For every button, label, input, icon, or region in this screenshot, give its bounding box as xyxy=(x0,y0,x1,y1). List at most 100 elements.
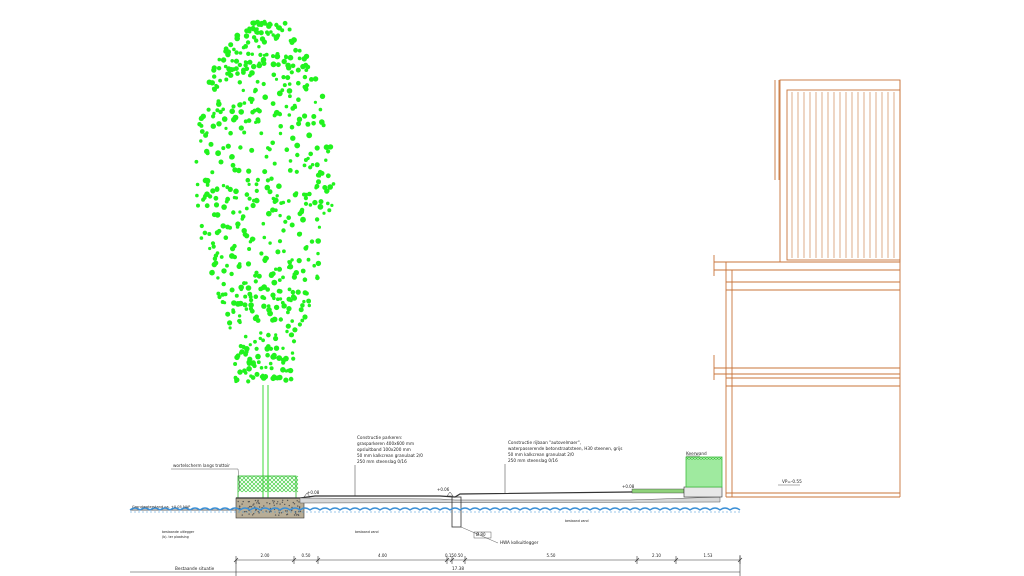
leaf-dot xyxy=(305,64,311,70)
leaf-dot xyxy=(216,121,222,127)
leaf-dot xyxy=(199,129,205,134)
leaf-dot xyxy=(235,221,241,227)
leaf-dot xyxy=(257,108,262,114)
leaf-dot xyxy=(230,246,236,252)
leaf-dot xyxy=(286,215,292,220)
leaf-dot xyxy=(195,182,200,187)
parking-line: opsluitband 100x200 mm xyxy=(357,447,411,452)
leaf-dot xyxy=(242,281,247,286)
leaf-dot xyxy=(235,353,241,359)
leaf-dot xyxy=(285,323,291,329)
leaf-dot xyxy=(271,279,278,286)
leaf-dot xyxy=(207,232,212,236)
leaf-dot xyxy=(225,143,231,149)
leaf-dot xyxy=(290,351,295,355)
leaf-dot xyxy=(250,360,256,366)
leaf-dot xyxy=(300,303,305,308)
leaf-dot xyxy=(231,210,236,215)
leaf-dot xyxy=(261,61,267,66)
leaf-dot xyxy=(315,238,322,244)
leaf-dot xyxy=(297,56,302,61)
leaf-dot xyxy=(269,176,274,181)
leaf-dot xyxy=(263,21,268,26)
leaf-dot xyxy=(314,186,318,190)
leaf-dot xyxy=(247,247,252,251)
leaf-dot xyxy=(232,114,239,121)
leaf-dot xyxy=(249,100,254,104)
leaf-dot xyxy=(253,279,258,284)
leaf-dot xyxy=(308,151,314,157)
parking-line: 50 mm kalkcrean granulaat 2/0 xyxy=(357,453,423,458)
leaf-dot xyxy=(194,159,199,164)
leaf-dot xyxy=(213,195,219,201)
leaf-dot xyxy=(238,320,242,325)
leaf-dot xyxy=(302,290,308,296)
leaf-dot xyxy=(316,251,320,256)
fence-label: Keerwand xyxy=(686,451,707,456)
leaf-dot xyxy=(284,55,289,60)
leaf-dot xyxy=(242,302,248,308)
leaf-dot xyxy=(246,51,251,56)
leaf-dot xyxy=(231,104,236,109)
annotation-groundwater: Grondwaterstand ca. +0.05 NAP xyxy=(132,505,191,509)
leaf-dot xyxy=(246,379,251,384)
leaf-dot xyxy=(268,361,273,366)
leaf-dot xyxy=(212,74,217,79)
leaf-dot xyxy=(253,294,259,300)
leaf-dot xyxy=(289,222,295,228)
leaf-dot xyxy=(280,367,286,373)
leaf-dot xyxy=(235,225,240,229)
leaf-dot xyxy=(210,269,215,275)
leaf-dot xyxy=(308,203,313,207)
level-markers: +0.08 +0.06 +0.08 xyxy=(303,484,635,498)
dimension-label: 2.10 xyxy=(652,553,661,558)
leaf-dot xyxy=(294,169,299,174)
leaf-dot xyxy=(318,199,324,205)
leaf-dot xyxy=(238,145,243,150)
leaf-dot xyxy=(287,263,294,270)
leaf-dot xyxy=(262,235,267,240)
leaf-dot xyxy=(254,346,259,351)
leaf-dot xyxy=(281,275,285,280)
leaf-dot xyxy=(234,50,239,55)
leaf-dot xyxy=(290,289,296,295)
leaf-dot xyxy=(238,125,244,131)
leaf-dot xyxy=(300,63,306,70)
leaf-dot xyxy=(318,107,323,112)
level-marker: +0.06 xyxy=(437,487,450,492)
leaf-dot xyxy=(253,339,257,344)
leaf-dot xyxy=(257,45,261,49)
leaf-dot xyxy=(267,189,273,195)
leaf-dot xyxy=(229,154,235,160)
leaf-dot xyxy=(227,186,233,192)
existing-ground-label: bestaande uitlegger xyxy=(162,530,195,534)
leaf-dot xyxy=(250,375,256,380)
leaf-dot xyxy=(218,78,223,83)
leaf-dot xyxy=(276,90,283,97)
leaf-dot xyxy=(270,61,277,68)
leaf-dot xyxy=(271,54,275,59)
leaf-dot xyxy=(274,208,278,212)
road-line: 250 mm steenslag 0/16 xyxy=(508,458,558,463)
leaf-dot xyxy=(221,183,226,188)
leaf-dot xyxy=(245,261,252,267)
road-line: Constructie rijbaan "autovelmaer", xyxy=(508,440,581,445)
leaf-dot xyxy=(289,124,295,130)
leaf-dot xyxy=(234,35,240,42)
leaf-dot xyxy=(202,177,209,184)
leaf-dot xyxy=(270,140,276,146)
leaf-dot xyxy=(269,366,274,371)
leaf-dot xyxy=(258,52,263,58)
leaf-dot xyxy=(238,51,243,55)
leaf-dot xyxy=(321,123,326,128)
leaf-dot xyxy=(258,336,262,341)
leaf-dot xyxy=(205,183,210,187)
leaf-dot xyxy=(221,204,227,210)
leaf-dot xyxy=(257,61,261,65)
leaf-dot xyxy=(270,207,276,213)
tree-planting-pit xyxy=(237,475,299,499)
leaf-dot xyxy=(306,132,313,139)
leaf-dot xyxy=(286,306,292,312)
leaf-dot xyxy=(227,320,233,326)
leaf-dot xyxy=(276,183,282,189)
